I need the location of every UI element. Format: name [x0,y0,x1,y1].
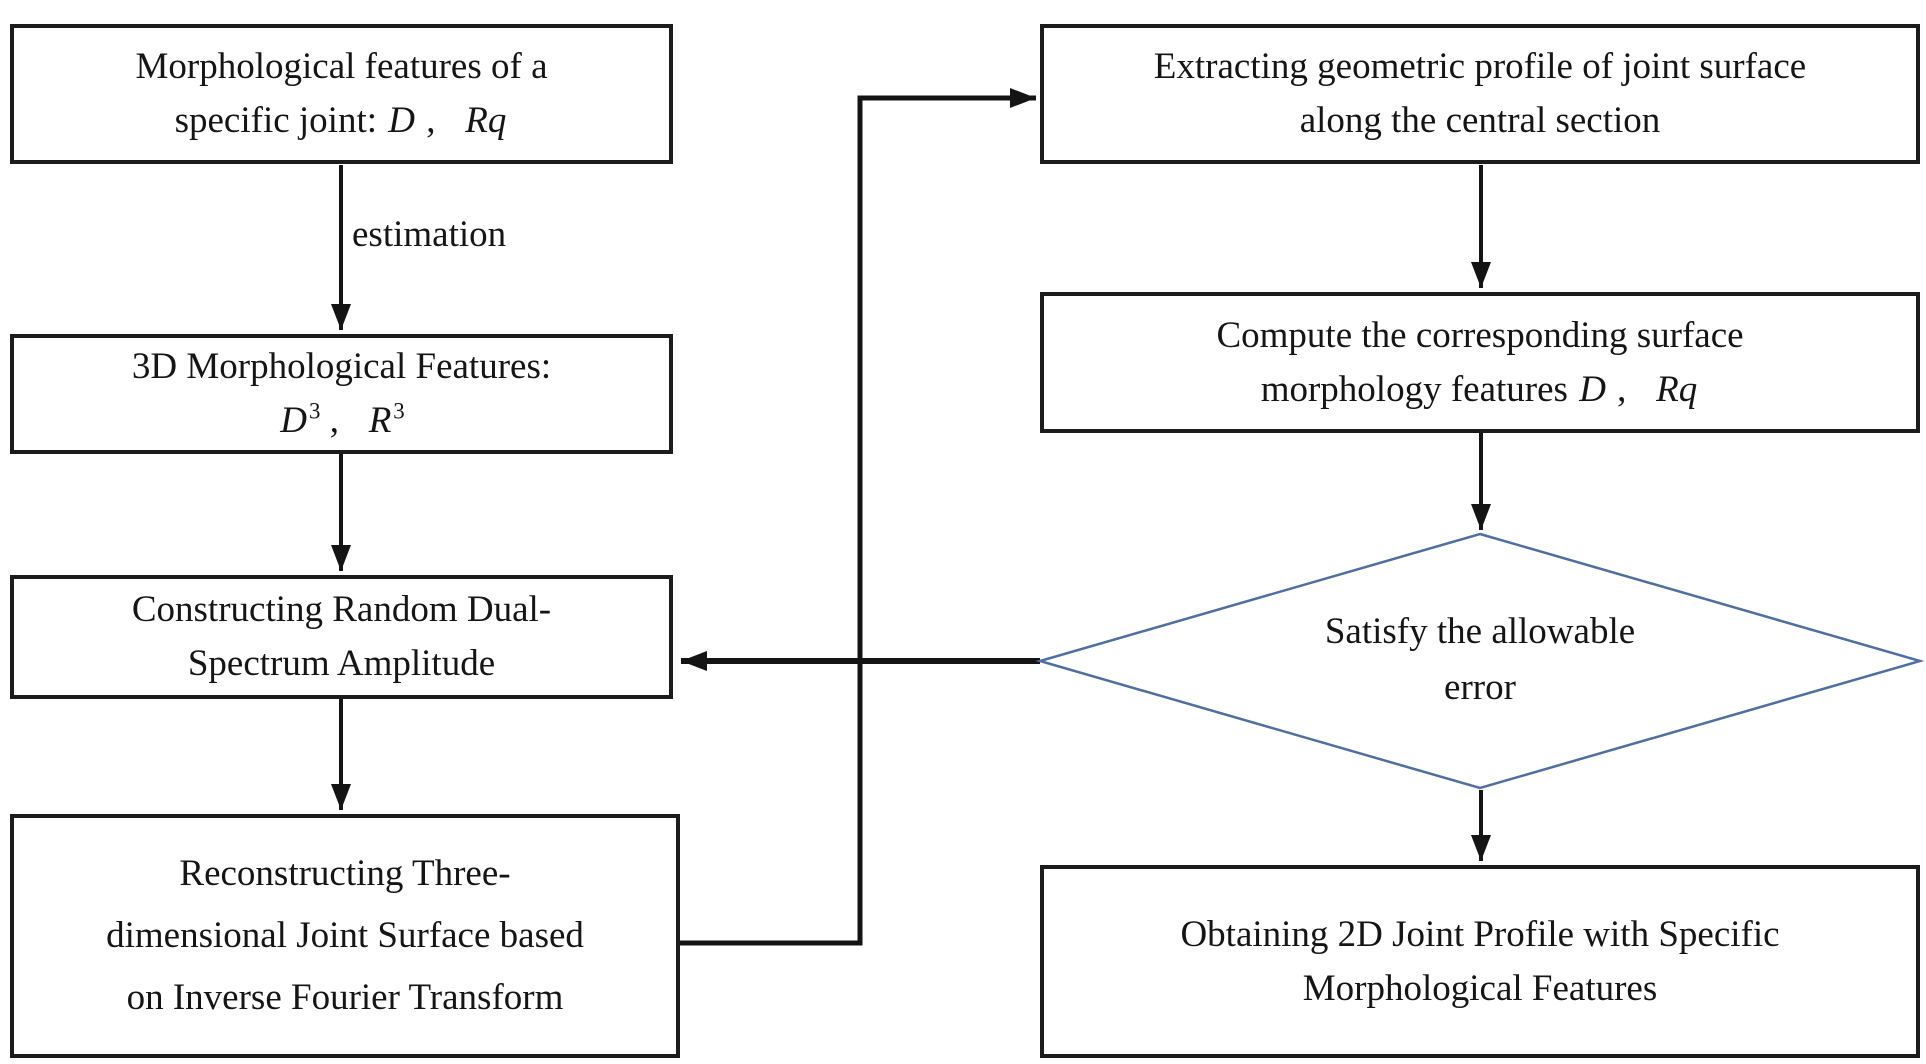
node-reconstructing-3d-joint-surface: Reconstructing Three- dimensional Joint … [10,814,680,1058]
text-line: Obtaining 2D Joint Profile with Specific [1180,913,1780,955]
text-line: on Inverse Fourier Transform [126,977,564,1018]
text-line: Reconstructing Three- [179,853,511,894]
text-line: Constructing Random Dual- [131,589,552,630]
text-line: morphology features D , Rq [1260,368,1698,410]
decision-diamond-shape [1035,532,1925,790]
node-constructing-random-dual-spectrum: Constructing Random Dual- Spectrum Ampli… [10,575,673,699]
node-3d-morphological-features: 3D Morphological Features: D3 , R3 [10,334,673,454]
node-extracting-geometric-profile: Extracting geometric profile of joint su… [1040,24,1920,164]
text-line: dimensional Joint Surface based [106,915,584,956]
text-line: Satisfy the allowable [1324,611,1636,652]
text-line: Spectrum Amplitude [187,643,496,684]
text-line: Morphological Features [1302,967,1658,1009]
text-line: error [1444,667,1516,708]
text-line: D3 , R3 [280,398,405,441]
text-line: specific joint: D , Rq [174,100,507,141]
text-line: 3D Morphological Features: [131,346,552,387]
text-line: Compute the corresponding surface [1216,314,1744,356]
text-line: along the central section [1299,100,1661,141]
text-line: Extracting geometric profile of joint su… [1153,46,1807,87]
decision-satisfy-allowable-error: Satisfy the allowable error [1140,604,1820,716]
node-compute-surface-morphology: Compute the corresponding surface morpho… [1040,292,1920,433]
connector-reconstruct-to-extract-profile [680,88,1036,946]
node-obtaining-2d-joint-profile: Obtaining 2D Joint Profile with Specific… [1040,865,1920,1058]
text-line: Morphological features of a [135,46,548,87]
edge-label-estimation: estimation [352,214,507,255]
node-morphological-features-specific-joint: Morphological features of a specific joi… [10,24,673,164]
